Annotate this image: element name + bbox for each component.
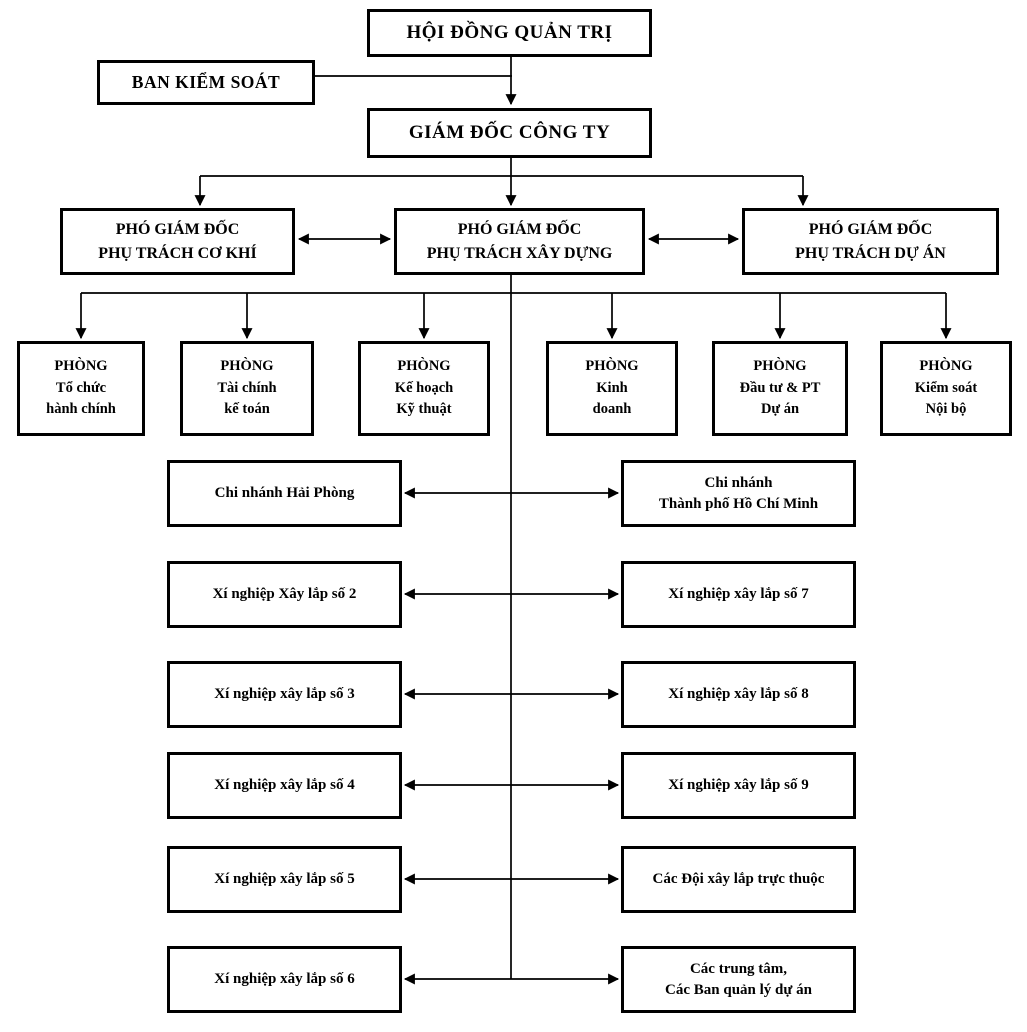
unit-construction-teams-box: Các Đội xây lắp trực thuộc xyxy=(621,846,856,913)
unit-label: Xí nghiệp Xây lắp số 2 xyxy=(212,586,357,602)
dept-label: PHÒNG xyxy=(753,357,807,374)
dept-label: Tài chính xyxy=(217,379,277,396)
unit-label: Xí nghiệp xây lắp số 5 xyxy=(214,871,355,887)
unit-label: Xí nghiệp xây lắp số 4 xyxy=(214,777,355,793)
deputy-title: PHÓ GIÁM ĐỐC xyxy=(457,221,582,239)
deputy-title: PHÓ GIÁM ĐỐC xyxy=(808,221,933,239)
unit-label: Xí nghiệp xây lắp số 6 xyxy=(214,971,355,987)
unit-branch-hochiminh-box: Chi nhánh Thành phố Hồ Chí Minh xyxy=(621,460,856,527)
unit-label: Các Đội xây lắp trực thuộc xyxy=(652,871,825,887)
unit-label: Chi nhánh xyxy=(704,474,773,491)
dept-label: kế toán xyxy=(224,401,270,418)
deputy-director-construction-box: PHÓ GIÁM ĐỐC PHỤ TRÁCH XÂY DỰNG xyxy=(394,208,645,275)
unit-enterprise-6-box: Xí nghiệp xây lắp số 6 xyxy=(167,946,402,1013)
unit-enterprise-8-box: Xí nghiệp xây lắp số 8 xyxy=(621,661,856,728)
dept-finance-accounting-box: PHÒNG Tài chính kế toán xyxy=(180,341,314,436)
unit-enterprise-9-box: Xí nghiệp xây lắp số 9 xyxy=(621,752,856,819)
unit-label: Các trung tâm, xyxy=(689,960,788,977)
company-director-box: GIÁM ĐỐC CÔNG TY xyxy=(367,108,652,158)
deputy-director-projects-box: PHÓ GIÁM ĐỐC PHỤ TRÁCH DỰ ÁN xyxy=(742,208,999,275)
unit-centers-project-boards-box: Các trung tâm, Các Ban quản lý dự án xyxy=(621,946,856,1013)
unit-label: Thành phố Hồ Chí Minh xyxy=(658,495,819,512)
board-of-directors-label: HỘI ĐỒNG QUẢN TRỊ xyxy=(406,22,613,44)
dept-internal-control-box: PHÒNG Kiểm soát Nội bộ xyxy=(880,341,1012,436)
deputy-title: PHÓ GIÁM ĐỐC xyxy=(115,221,240,239)
unit-label: Xí nghiệp xây lắp số 8 xyxy=(668,686,809,702)
deputy-director-mechanical-box: PHÓ GIÁM ĐỐC PHỤ TRÁCH CƠ KHÍ xyxy=(60,208,295,275)
board-of-directors-box: HỘI ĐỒNG QUẢN TRỊ xyxy=(367,9,652,57)
dept-planning-technical-box: PHÒNG Kế hoạch Kỹ thuật xyxy=(358,341,490,436)
unit-enterprise-7-box: Xí nghiệp xây lắp số 7 xyxy=(621,561,856,628)
dept-label: Nội bộ xyxy=(925,401,967,418)
unit-enterprise-4-box: Xí nghiệp xây lắp số 4 xyxy=(167,752,402,819)
unit-branch-haiphong-box: Chi nhánh Hải Phòng xyxy=(167,460,402,527)
dept-label: doanh xyxy=(592,401,632,418)
dept-label: PHÒNG xyxy=(585,357,639,374)
dept-label: Kinh xyxy=(596,379,628,396)
unit-label: Xí nghiệp xây lắp số 9 xyxy=(668,777,809,793)
unit-enterprise-2-box: Xí nghiệp Xây lắp số 2 xyxy=(167,561,402,628)
unit-label: Chi nhánh Hải Phòng xyxy=(214,485,355,501)
unit-label: Xí nghiệp xây lắp số 7 xyxy=(668,586,809,602)
dept-investment-project-dev-box: PHÒNG Đầu tư & PT Dự án xyxy=(712,341,848,436)
dept-label: PHÒNG xyxy=(220,357,274,374)
dept-label: Đầu tư & PT xyxy=(739,379,821,396)
dept-label: Tổ chức xyxy=(55,379,107,396)
deputy-scope: PHỤ TRÁCH CƠ KHÍ xyxy=(98,244,257,262)
dept-label: PHÒNG xyxy=(397,357,451,374)
unit-enterprise-3-box: Xí nghiệp xây lắp số 3 xyxy=(167,661,402,728)
supervisory-board-box: BAN KIỂM SOÁT xyxy=(97,60,315,105)
dept-label: PHÒNG xyxy=(54,357,108,374)
dept-label: PHÒNG xyxy=(919,357,973,374)
unit-label: Các Ban quản lý dự án xyxy=(665,981,812,998)
deputy-scope: PHỤ TRÁCH DỰ ÁN xyxy=(795,244,946,262)
dept-label: Kiểm soát xyxy=(914,379,978,396)
dept-label: Dự án xyxy=(760,401,800,418)
dept-organization-admin-box: PHÒNG Tổ chức hành chính xyxy=(17,341,145,436)
dept-label: Kỹ thuật xyxy=(396,401,452,418)
supervisory-board-label: BAN KIỂM SOÁT xyxy=(131,71,281,92)
dept-label: hành chính xyxy=(46,401,116,418)
unit-enterprise-5-box: Xí nghiệp xây lắp số 5 xyxy=(167,846,402,913)
dept-business-box: PHÒNG Kinh doanh xyxy=(546,341,678,436)
deputy-scope: PHỤ TRÁCH XÂY DỰNG xyxy=(426,244,613,262)
unit-label: Xí nghiệp xây lắp số 3 xyxy=(214,686,355,702)
company-director-label: GIÁM ĐỐC CÔNG TY xyxy=(408,122,611,144)
dept-label: Kế hoạch xyxy=(394,379,454,396)
